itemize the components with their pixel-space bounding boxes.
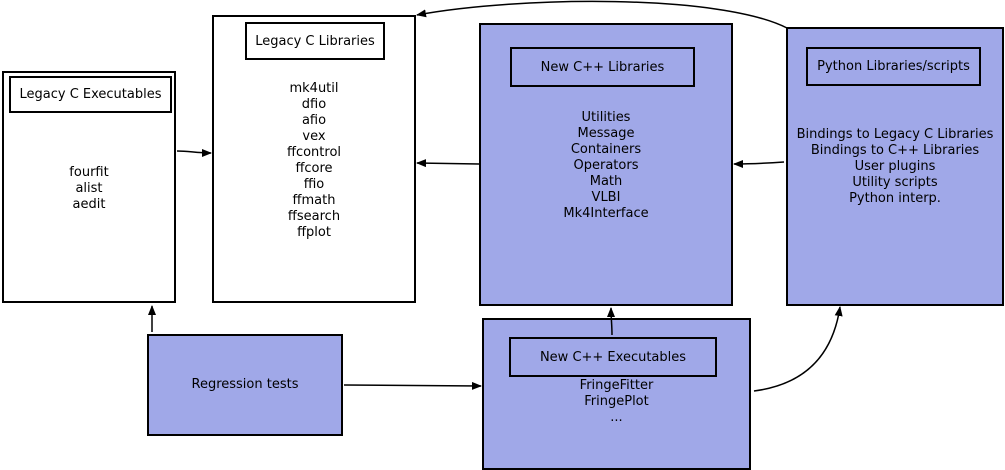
list-item: alist bbox=[75, 181, 103, 196]
list-item: Message bbox=[577, 126, 635, 141]
new-cpp-executables-title: New C++ Executables bbox=[509, 337, 717, 377]
list-item: Mk4Interface bbox=[563, 206, 649, 221]
list-item: Python interp. bbox=[849, 191, 941, 206]
arrow-python-to-cpp-libs bbox=[733, 159, 785, 168]
list-item: Utilities bbox=[581, 110, 631, 125]
arrow-regression-to-cpp-exec bbox=[343, 381, 482, 390]
new-cpp-executables-title-text: New C++ Executables bbox=[539, 349, 687, 365]
list-item: ffcontrol bbox=[286, 145, 342, 160]
list-item: FringeFitter bbox=[579, 378, 654, 393]
list-item: VLBI bbox=[591, 190, 621, 205]
list-item: ffio bbox=[303, 177, 325, 192]
legacy-c-executables-box: Legacy C Executables fourfit alist aedit bbox=[2, 71, 176, 303]
list-item: Containers bbox=[570, 142, 642, 157]
list-item: Bindings to Legacy C Libraries bbox=[796, 127, 994, 142]
new-cpp-executables-box: New C++ Executables FringeFitter FringeP… bbox=[482, 318, 751, 470]
list-item: Bindings to C++ Libraries bbox=[810, 143, 980, 158]
list-item: FringePlot bbox=[584, 394, 649, 409]
list-item: Math bbox=[589, 174, 623, 189]
legacy-c-libraries-title: Legacy C Libraries bbox=[245, 22, 385, 60]
arrow-python-to-legacy-libs bbox=[416, 0, 788, 29]
python-libraries-list: Bindings to Legacy C Libraries Bindings … bbox=[788, 127, 1002, 207]
list-item: Utility scripts bbox=[852, 175, 938, 190]
new-cpp-libraries-title: New C++ Libraries bbox=[510, 47, 695, 87]
regression-tests-box: Regression tests bbox=[147, 334, 343, 436]
regression-tests-label: Regression tests bbox=[191, 377, 299, 392]
list-item: ffmath bbox=[292, 193, 336, 208]
list-item: ffcore bbox=[295, 161, 333, 176]
list-item: ffplot bbox=[297, 225, 331, 240]
list-item: ffsearch bbox=[287, 209, 341, 224]
arrow-cpp-exec-to-cpp-libs bbox=[607, 307, 616, 336]
legacy-c-libraries-title-text: Legacy C Libraries bbox=[255, 33, 375, 49]
legacy-c-libraries-list: mk4util dfio afio vex ffcontrol ffcore f… bbox=[214, 81, 414, 241]
new-cpp-libraries-title-text: New C++ Libraries bbox=[540, 59, 665, 75]
list-item: Operators bbox=[573, 158, 639, 173]
list-item: dfio bbox=[301, 97, 327, 112]
list-item: User plugins bbox=[854, 159, 936, 174]
python-libraries-title-text: Python Libraries/scripts bbox=[817, 59, 970, 74]
list-item: vex bbox=[302, 129, 326, 144]
arrow-cpp-exec-to-python bbox=[753, 306, 843, 392]
list-item: mk4util bbox=[289, 81, 339, 96]
new-cpp-libraries-list: Utilities Message Containers Operators M… bbox=[481, 110, 731, 222]
legacy-c-executables-title: Legacy C Executables bbox=[9, 76, 172, 113]
python-libraries-box: Python Libraries/scripts Bindings to Leg… bbox=[786, 27, 1004, 306]
list-item: afio bbox=[301, 113, 327, 128]
legacy-c-executables-title-text: Legacy C Executables bbox=[19, 87, 162, 102]
arrow-cpp-libs-to-legacy-libs bbox=[416, 159, 480, 168]
new-cpp-libraries-box: New C++ Libraries Utilities Message Cont… bbox=[479, 23, 733, 306]
legacy-c-executables-list: fourfit alist aedit bbox=[4, 165, 174, 213]
new-cpp-executables-list: FringeFitter FringePlot ... bbox=[484, 378, 749, 426]
list-item: fourfit bbox=[69, 165, 109, 180]
arrow-legacy-exec-to-legacy-libs bbox=[176, 148, 212, 157]
python-libraries-title: Python Libraries/scripts bbox=[806, 47, 981, 86]
list-item: ... bbox=[610, 410, 623, 425]
legacy-c-libraries-box: Legacy C Libraries mk4util dfio afio vex… bbox=[212, 15, 416, 303]
list-item: aedit bbox=[72, 197, 106, 212]
